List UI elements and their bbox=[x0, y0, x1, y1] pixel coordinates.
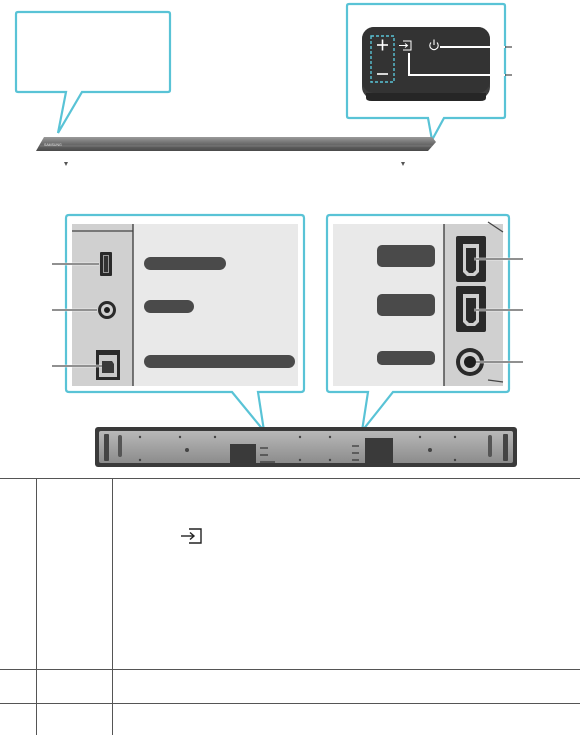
aux-in-port bbox=[98, 301, 116, 319]
soundbar-feet bbox=[64, 162, 405, 166]
soundbar-diagram: SAMSUNG bbox=[14, 2, 523, 467]
table-cell bbox=[35, 478, 112, 670]
hdmi-out-port bbox=[456, 286, 486, 332]
dc-power-port bbox=[456, 348, 484, 376]
table-cell bbox=[111, 669, 580, 704]
soundbar-rear bbox=[95, 427, 517, 467]
input-source-button[interactable] bbox=[399, 40, 412, 51]
table-cell bbox=[35, 703, 112, 735]
rear-left-label-bars bbox=[144, 257, 295, 368]
table-cell bbox=[111, 478, 580, 670]
table-cell bbox=[0, 703, 36, 735]
table-cell bbox=[0, 669, 36, 704]
top-panel-leader-lines bbox=[408, 46, 505, 76]
rear-right-label-bars bbox=[377, 245, 435, 365]
table-row bbox=[0, 478, 580, 670]
digital-audio-in-optical-port bbox=[96, 350, 120, 380]
description-table bbox=[0, 478, 580, 735]
power-button[interactable] bbox=[429, 39, 439, 51]
hdmi-in-port bbox=[456, 236, 486, 282]
top-control-panel bbox=[362, 27, 490, 101]
front-left-callout bbox=[14, 10, 172, 134]
table-row bbox=[0, 669, 580, 704]
soundbar-front bbox=[36, 137, 436, 151]
rear-right-leader-outer bbox=[474, 258, 523, 363]
table-cell bbox=[35, 669, 112, 704]
table-cell bbox=[111, 703, 580, 735]
plus-icon bbox=[377, 39, 388, 51]
input-source-icon bbox=[399, 40, 412, 51]
rear-left-leader-outer bbox=[52, 263, 102, 367]
table-cell bbox=[0, 478, 36, 670]
input-source-icon bbox=[181, 528, 202, 544]
volume-up-button[interactable] bbox=[377, 39, 388, 51]
top-panel-leader-outer bbox=[505, 46, 512, 76]
power-icon bbox=[429, 39, 439, 51]
brand-label: SAMSUNG bbox=[44, 143, 62, 147]
usb-port bbox=[100, 252, 112, 276]
table-row bbox=[0, 703, 580, 735]
volume-buttons-highlight bbox=[370, 35, 395, 83]
